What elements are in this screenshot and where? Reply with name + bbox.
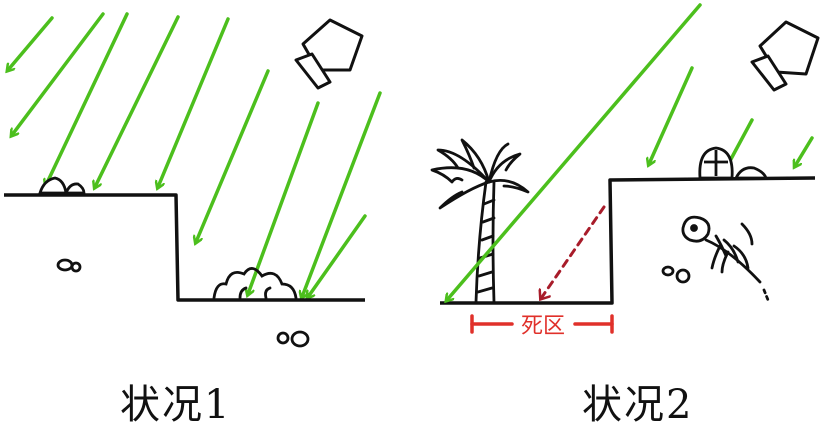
dead-zone-marker [470, 314, 614, 334]
pebble-icon [56, 258, 310, 348]
pebble-icon [661, 265, 691, 284]
skeleton-icon [681, 215, 770, 302]
signal-rays-1 [8, 12, 382, 297]
satellite-icon [750, 20, 820, 92]
reflected-ray [542, 205, 606, 297]
signal-ray-main [447, 3, 702, 300]
bush-icon [212, 267, 298, 300]
rock-icon [38, 176, 86, 195]
helmet-icon [698, 146, 768, 180]
dead-zone-label: 死区 [521, 314, 565, 339]
caption-scene-2: 状况2 [582, 382, 694, 428]
scene-1 [4, 12, 382, 348]
satellite-icon [294, 18, 364, 90]
ground-profile-1 [4, 193, 365, 302]
caption-scene-1: 状况1 [120, 382, 232, 428]
scene-2: 死区 [430, 3, 820, 339]
